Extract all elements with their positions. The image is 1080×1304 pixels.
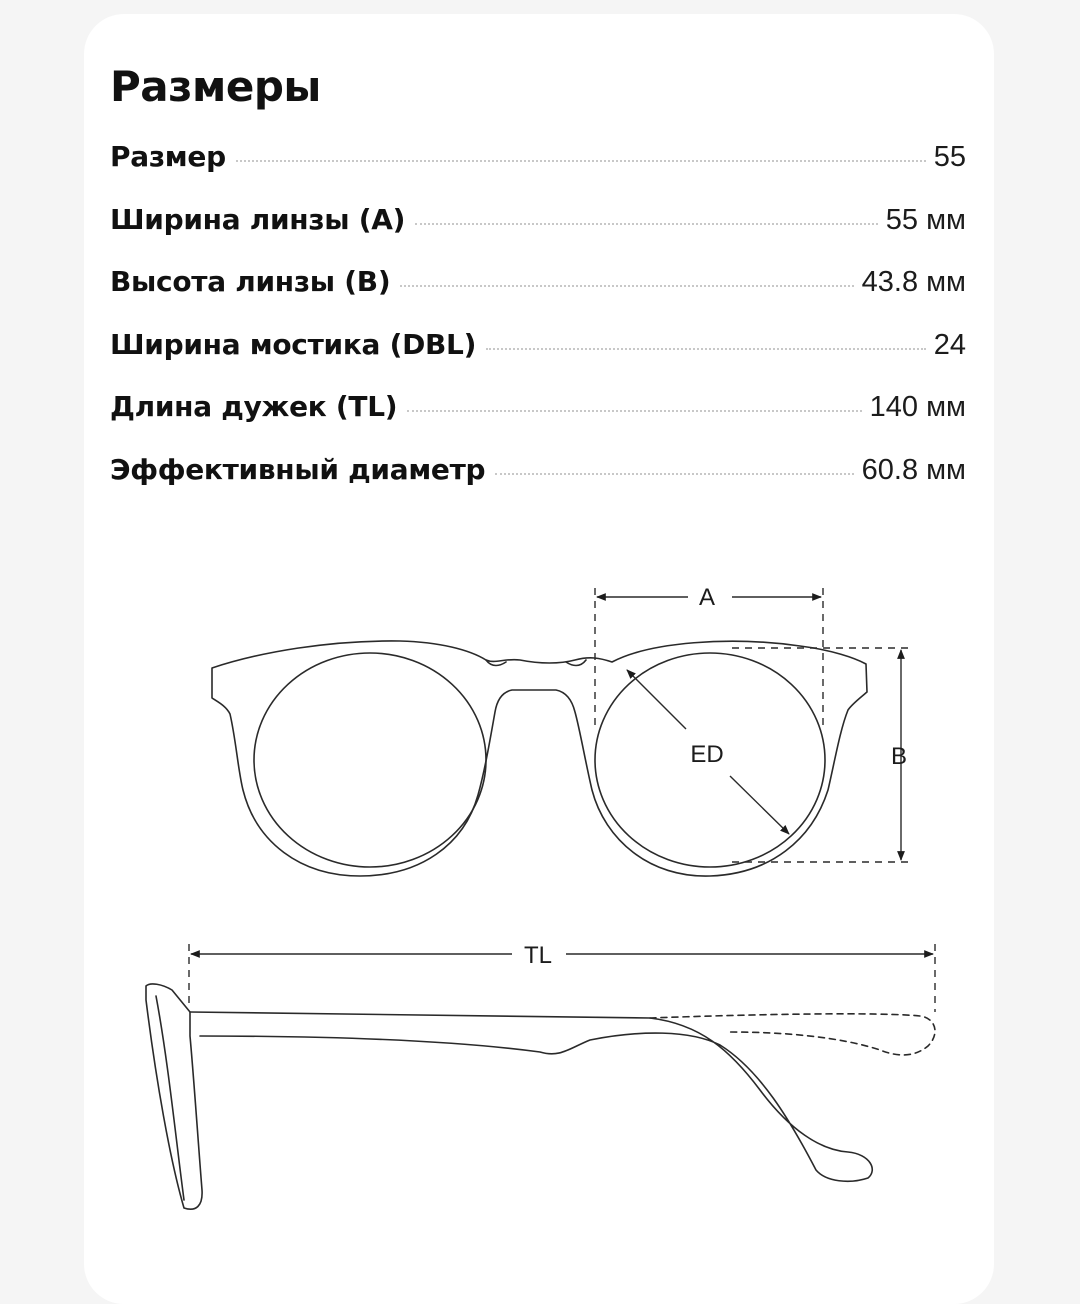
spec-value: 140 мм [869, 391, 966, 423]
spec-label: Размер [110, 140, 226, 173]
glasses-front-view [211, 640, 868, 877]
left-lens [253, 652, 487, 868]
spec-value: 55 [933, 141, 966, 173]
label-ed: ED [690, 741, 723, 768]
label-b: B [891, 743, 907, 770]
label-tl: TL [524, 942, 552, 969]
spec-row-lens-height: Высота линзы (B) 43.8 мм [110, 265, 966, 328]
dimension-ed [626, 669, 790, 835]
spec-value: 55 мм [885, 203, 966, 236]
dotted-leader [400, 285, 854, 287]
spec-row-bridge-width: Ширина мостика (DBL) 24 [110, 328, 966, 391]
spec-label: Ширина мостика (DBL) [110, 327, 477, 361]
spec-row-effective-diameter: Эффективный диаметр 60.8 мм [110, 453, 966, 516]
spec-value: 60.8 мм [861, 453, 966, 486]
frame-outline [211, 640, 868, 877]
spec-label: Эффективный диаметр [110, 452, 486, 486]
sizes-card [84, 14, 994, 1304]
label-a: A [699, 584, 715, 611]
dotted-leader [486, 347, 926, 350]
spec-row-size: Размер 55 [110, 140, 966, 203]
lens-side [155, 995, 185, 1201]
spec-label: Высота линзы (B) [110, 265, 391, 298]
temple-tip-dashed [649, 1013, 936, 1056]
dimension-a [594, 588, 824, 725]
dotted-leader [415, 222, 878, 225]
dimension-tl [188, 944, 936, 1012]
dimension-b [732, 647, 910, 863]
page-title: Размеры [110, 62, 321, 111]
dotted-leader [495, 472, 854, 475]
frame-side [145, 983, 203, 1210]
spec-label: Ширина линзы (A) [110, 202, 406, 236]
spec-row-lens-width: Ширина линзы (A) 55 мм [110, 203, 966, 266]
specs-list: Размер 55 Ширина линзы (A) 55 мм Высота … [110, 140, 966, 515]
dotted-leader [235, 160, 926, 162]
right-lens [594, 652, 826, 868]
spec-value: 24 [933, 328, 966, 361]
glasses-side-view [145, 983, 936, 1210]
spec-label: Длина дужек (TL) [110, 390, 398, 423]
spec-value: 43.8 мм [861, 266, 966, 298]
dotted-leader [407, 410, 862, 412]
spec-row-temple-length: Длина дужек (TL) 140 мм [110, 390, 966, 453]
temple-arm [189, 1011, 873, 1183]
bridge-top [485, 659, 587, 667]
